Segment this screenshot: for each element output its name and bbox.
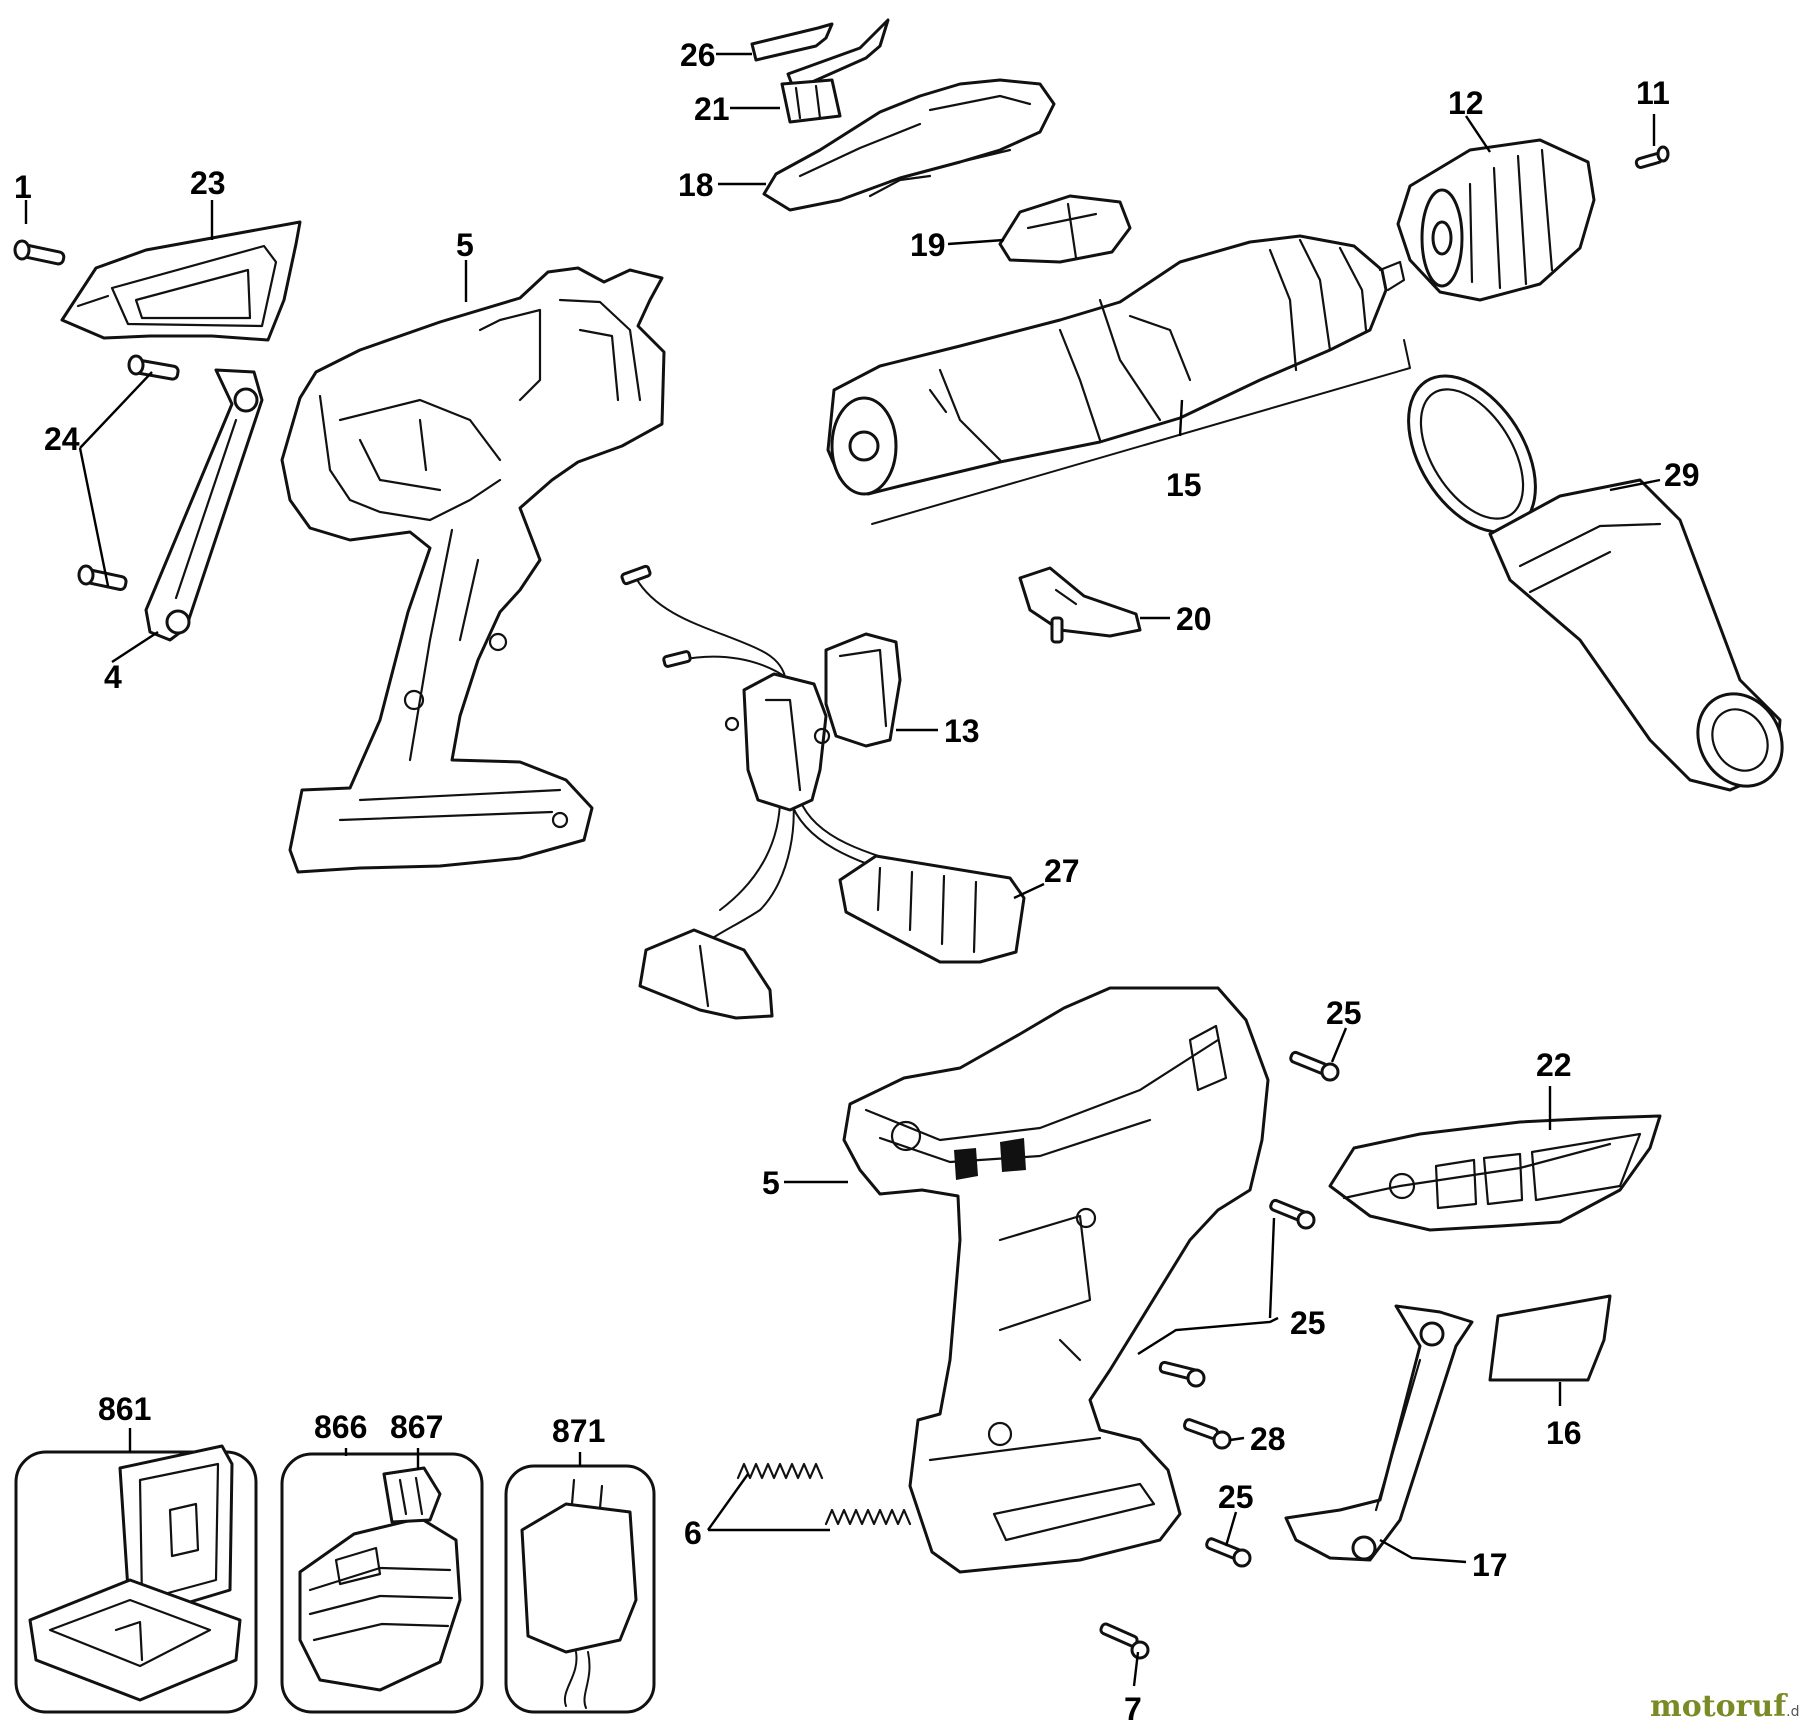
clip-part-21 (780, 78, 842, 124)
screw-part-25-c (1158, 1360, 1206, 1388)
lever-part-20 (1018, 566, 1142, 644)
motor-gearbox-part-15 (826, 234, 1411, 525)
callout-13: 13 (944, 713, 980, 749)
callout-18: 18 (678, 167, 714, 203)
callout-29: 29 (1664, 457, 1700, 493)
trigger-switch-part-13 (724, 632, 902, 812)
screw-part-28 (1182, 1418, 1232, 1450)
screw-part-25-b (1269, 1198, 1316, 1230)
housing-part-5-bottom (842, 986, 1270, 1574)
battery-connector (638, 928, 774, 1020)
callout-20: 20 (1176, 601, 1212, 637)
holder-part-18 (762, 78, 1056, 212)
callout-24: 24 (44, 421, 80, 457)
callout-22: 22 (1536, 1047, 1572, 1083)
callout-6: 6 (684, 1515, 702, 1551)
callout-25-a: 25 (1326, 995, 1362, 1031)
watermark-suffix: .de (1786, 1704, 1800, 1720)
side-handle-part-29 (1407, 374, 1784, 792)
chuck-part-12 (1396, 138, 1596, 302)
callout-1: 1 (14, 169, 32, 205)
callout-28: 28 (1250, 1421, 1286, 1457)
callout-17: 17 (1472, 1547, 1508, 1583)
callout-866: 866 (314, 1409, 367, 1445)
callout-27: 27 (1044, 853, 1080, 889)
callout-871: 871 (552, 1413, 605, 1449)
callout-12: 12 (1448, 85, 1484, 121)
svg-text:motoruf.de: motoruf.de (1650, 1689, 1800, 1724)
terminal-block-part-27 (838, 854, 1026, 964)
callout-labels: 1 23 24 4 5 26 21 18 19 15 12 11 29 20 1… (14, 37, 1700, 1727)
callout-5-top: 5 (456, 227, 474, 263)
cover-part-23 (60, 220, 302, 342)
link-part-17 (1284, 1304, 1474, 1562)
pin-part-24-upper (127, 354, 180, 381)
screw-part-11 (1634, 145, 1670, 169)
screw-part-25-a (1289, 1050, 1340, 1082)
slide-part-19 (998, 194, 1132, 264)
callout-7: 7 (1124, 1691, 1142, 1727)
label-part-16 (1488, 1294, 1612, 1382)
link-part-4 (144, 368, 264, 642)
bit-part-26-upper (750, 22, 834, 62)
watermark-brand-a: motoruf (1650, 1689, 1788, 1724)
callout-5-bottom: 5 (762, 1165, 780, 1201)
callout-23: 23 (190, 165, 226, 201)
cover-part-22 (1328, 1114, 1662, 1232)
callout-21: 21 (694, 91, 730, 127)
callout-11: 11 (1636, 75, 1670, 111)
callout-867: 867 (390, 1409, 443, 1445)
accessory-box-866 (280, 1452, 484, 1714)
housing-part-5-top (280, 266, 666, 874)
watermark-logo: motoruf.de (1650, 1689, 1800, 1724)
pin-part-1 (13, 239, 66, 266)
accessory-box-861 (14, 1444, 258, 1714)
pin-part-24-lower (77, 564, 128, 592)
callout-26: 26 (680, 37, 716, 73)
callout-15: 15 (1166, 467, 1202, 503)
callout-25-c: 25 (1218, 1479, 1254, 1515)
callout-861: 861 (98, 1391, 151, 1427)
callout-4: 4 (104, 659, 122, 695)
callout-19: 19 (910, 227, 946, 263)
spring-part-6-upper (736, 1462, 824, 1480)
callout-16: 16 (1546, 1415, 1582, 1451)
accessory-box-871 (504, 1464, 656, 1714)
screw-part-25-d (1205, 1537, 1252, 1568)
spring-part-6-lower (824, 1508, 912, 1526)
callout-25-b: 25 (1290, 1305, 1326, 1341)
leader-lines (24, 52, 1661, 1687)
screw-part-7 (1099, 1622, 1150, 1660)
